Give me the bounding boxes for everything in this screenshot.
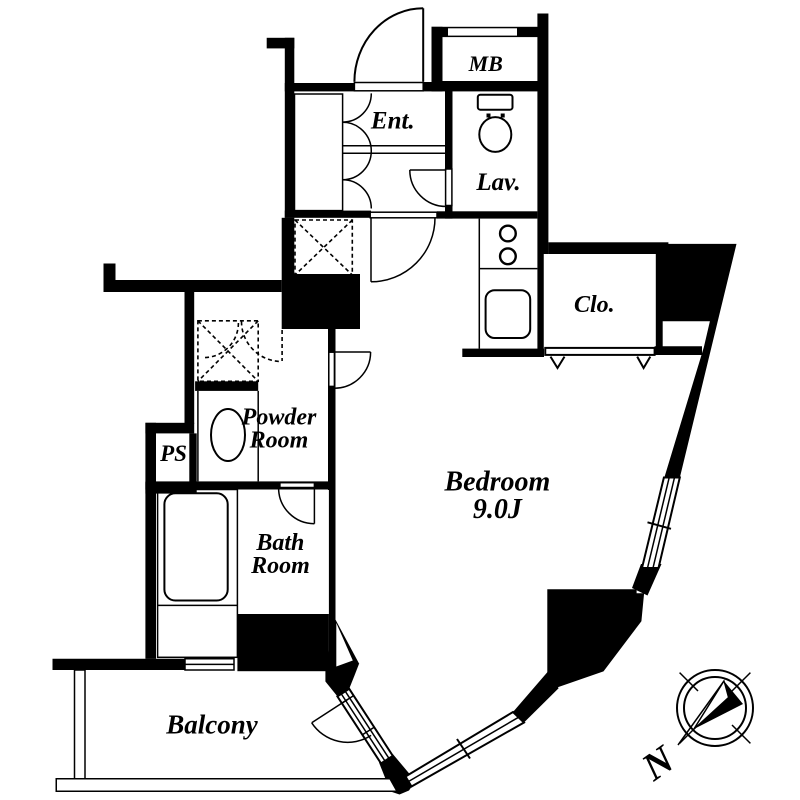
svg-text:MB: MB (468, 51, 503, 76)
svg-text:Powder: Powder (241, 405, 317, 431)
svg-text:Bath: Bath (255, 530, 304, 556)
svg-text:Clo.: Clo. (574, 292, 615, 318)
svg-text:9.0J: 9.0J (473, 494, 523, 525)
svg-text:Lav.: Lav. (475, 169, 520, 196)
svg-text:Balcony: Balcony (165, 710, 259, 740)
svg-text:Room: Room (249, 428, 309, 454)
svg-text:Bedroom: Bedroom (444, 467, 551, 498)
svg-text:Ent.: Ent. (370, 108, 415, 135)
svg-text:PS: PS (159, 441, 187, 466)
svg-text:Room: Room (250, 553, 310, 579)
